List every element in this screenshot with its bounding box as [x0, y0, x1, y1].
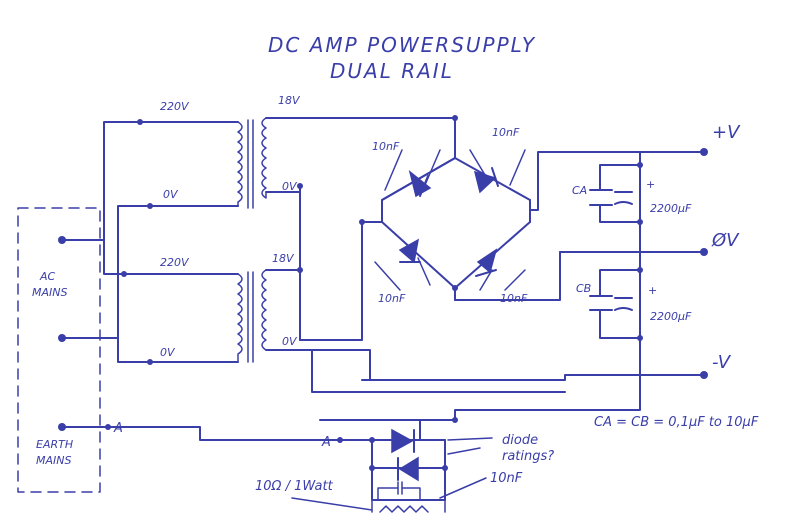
- cb-plus: +: [648, 284, 657, 297]
- bridge-cap-bl-label: 10nF: [378, 292, 406, 305]
- bridge-cap-tr-label: 10nF: [492, 126, 520, 139]
- title-line-2: DUAL RAIL: [330, 59, 454, 83]
- upper-transformer: [237, 117, 267, 209]
- ca-label: CA: [572, 184, 587, 197]
- ca-value: 2200µF: [650, 202, 692, 215]
- cap-note: CA = CB = 0,1µF to 10µF: [594, 415, 759, 430]
- upper-secondary-top-label: 18V: [278, 94, 301, 107]
- ac-mains-label-2: MAINS: [32, 286, 67, 299]
- upper-primary-top-label: 220V: [160, 100, 190, 113]
- zero-output-label: ØV: [711, 230, 740, 251]
- filter-capacitor-b: [589, 269, 641, 339]
- diode-note-1: diode: [502, 433, 538, 448]
- ac-mains-label-1: AC: [39, 270, 56, 283]
- diode-note-2: ratings?: [502, 449, 554, 464]
- resistor-note: 10Ω / 1Watt: [255, 479, 334, 494]
- lower-primary-bottom-label: 0V: [160, 346, 176, 359]
- pos-output-label: +V: [712, 122, 741, 143]
- neg-output-label: -V: [712, 352, 732, 373]
- neg-output-terminal: [700, 371, 708, 379]
- lower-primary-top-label: 220V: [160, 256, 190, 269]
- earth-wiring: [61, 419, 493, 513]
- bridge-cap-br-label: 10nF: [500, 292, 528, 305]
- filter-capacitor-a: [589, 164, 641, 223]
- earth-mains-label-1: EARTH: [36, 438, 73, 451]
- ca-plus: +: [646, 178, 655, 191]
- ground-cap-note: 10nF: [490, 471, 523, 486]
- bridge-cap-tl-label: 10nF: [372, 140, 400, 153]
- zero-output-terminal: [700, 248, 708, 256]
- title-line-1: DC AMP POWERSUPPLY: [268, 33, 536, 57]
- earth-mains-label-2: MAINS: [36, 454, 71, 467]
- cb-value: 2200µF: [650, 310, 692, 323]
- cb-label: CB: [576, 282, 591, 295]
- upper-primary-bottom-label: 0V: [163, 188, 179, 201]
- bridge-rectifier: [374, 149, 531, 301]
- earth-point-a-right: A: [321, 435, 331, 450]
- ac-mains-box: AC MAINS EARTH MAINS: [17, 207, 101, 493]
- primary-wiring: [61, 121, 239, 363]
- lower-secondary-top-label: 18V: [272, 252, 295, 265]
- earth-point-a-left: A: [113, 421, 123, 436]
- pos-output-terminal: [700, 148, 708, 156]
- upper-secondary-bottom-label: 0V: [282, 180, 298, 193]
- lower-transformer: [237, 269, 267, 363]
- lower-secondary-bottom-label: 0V: [282, 335, 298, 348]
